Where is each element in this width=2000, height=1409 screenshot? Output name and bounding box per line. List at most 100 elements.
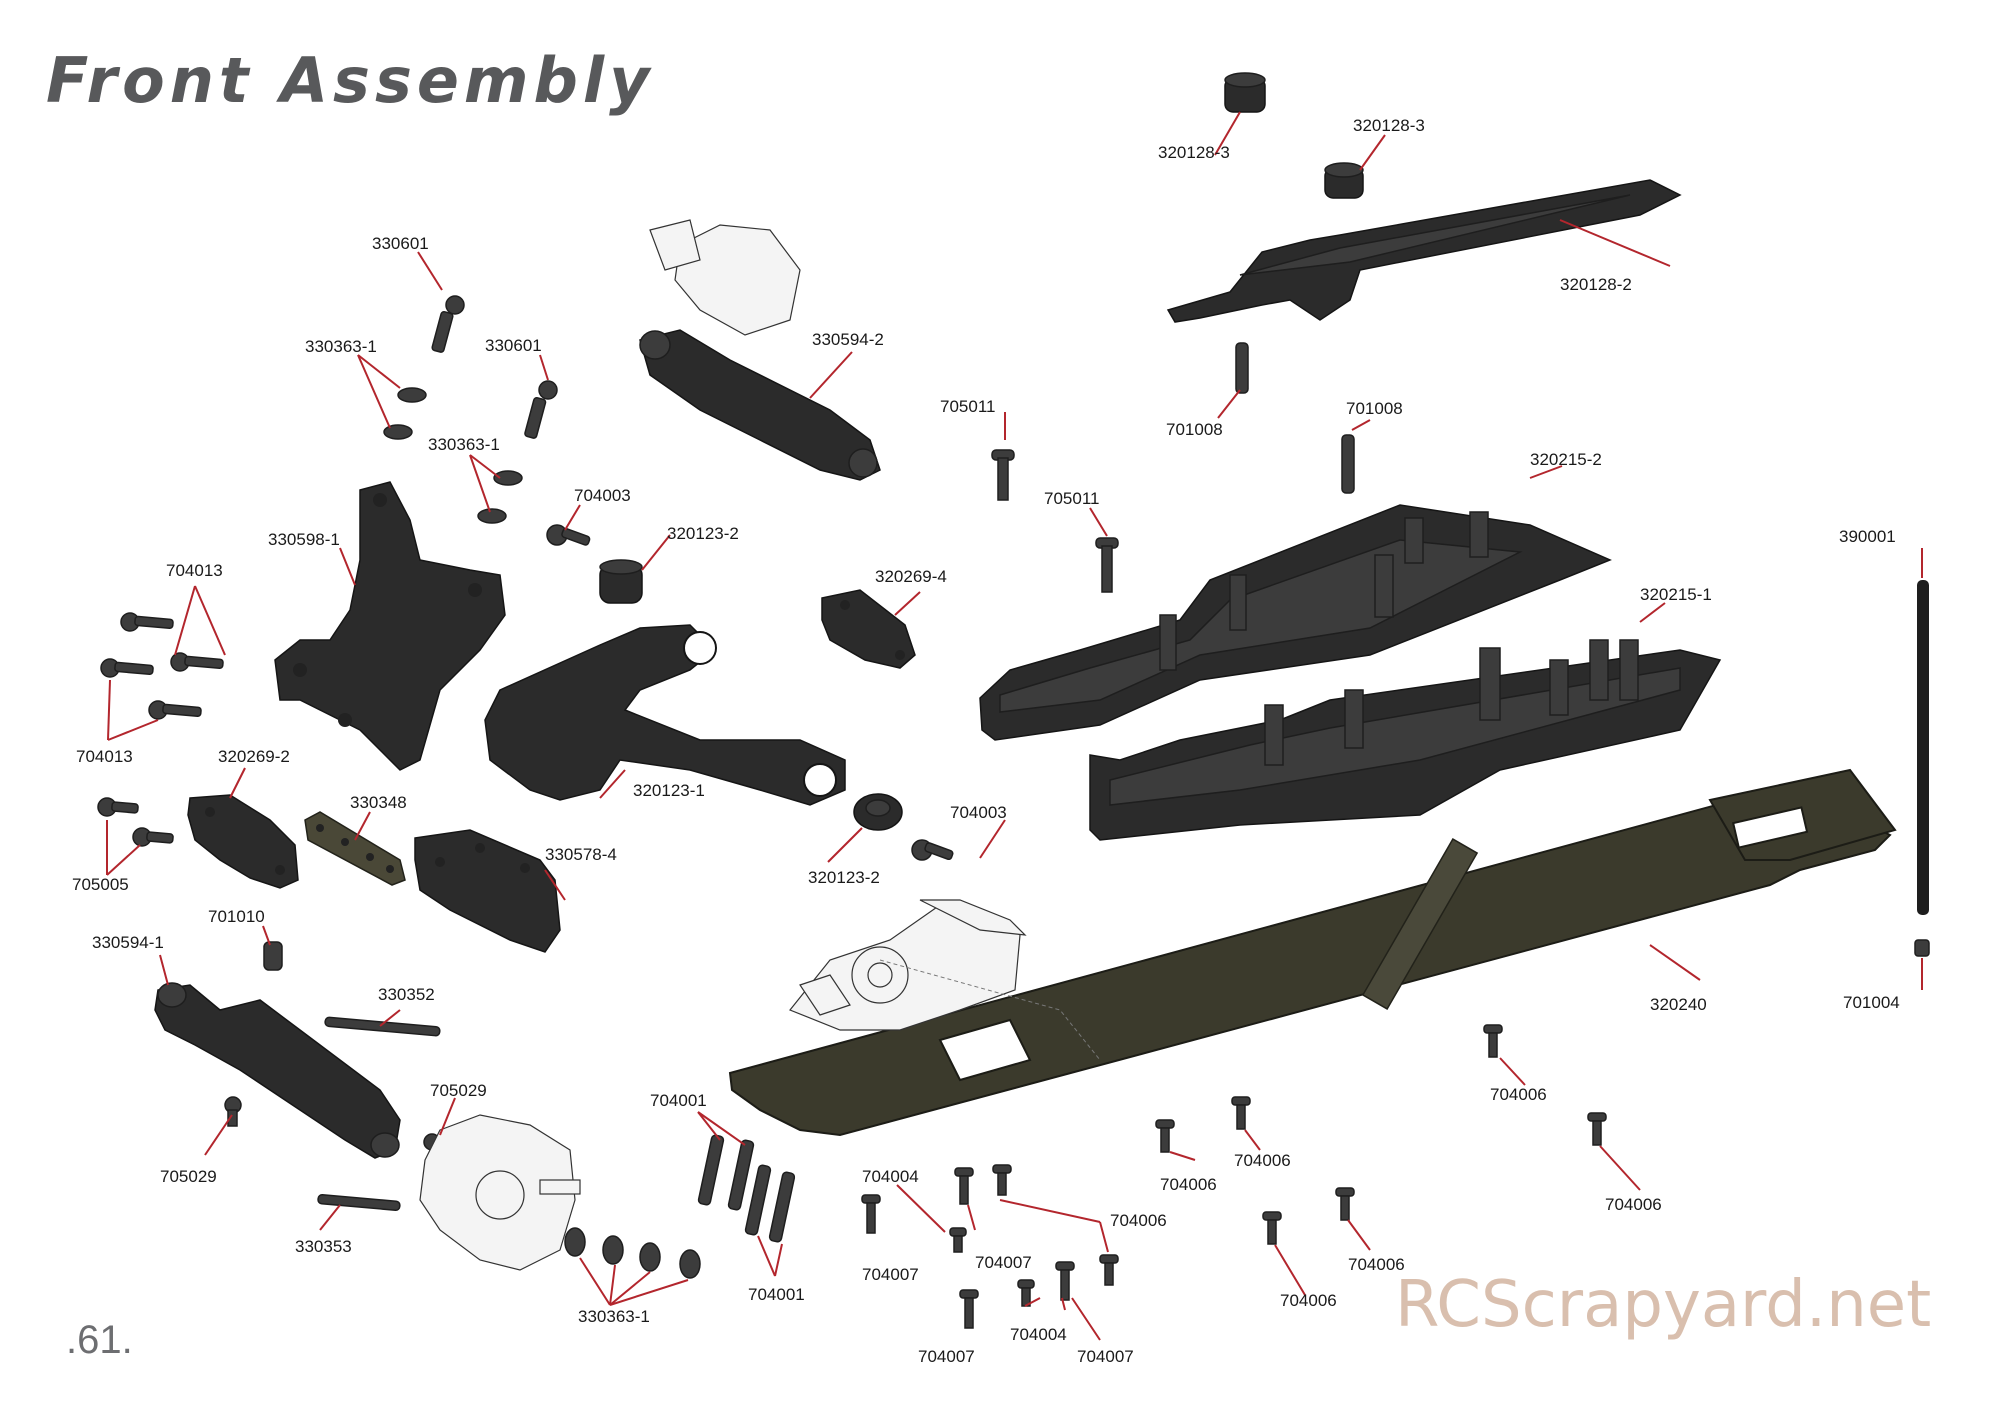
screw-704006-i [1099,1254,1119,1286]
spacer-701010 [263,941,283,971]
label-705029-b: 705029 [160,1167,217,1186]
screw-704006-j [1155,1119,1175,1153]
label-704007-d: 704007 [1077,1347,1134,1366]
knurled-nut-320128-3-a [1224,72,1266,113]
label-704006-a: 704006 [1110,1211,1167,1230]
label-330594-2: 330594-2 [812,330,884,349]
mount-320269-2 [187,794,299,889]
watermark: RCScrapyard.net [1395,1268,1932,1342]
screw-704001-a [697,1134,725,1206]
label-330601-a: 330601 [372,234,429,253]
page-title: Front Assembly [46,44,655,117]
label-701008-b: 701008 [1346,399,1403,418]
washer-330363-1-a1 [397,387,427,403]
plate-330348 [304,811,406,886]
label-704004-b: 704004 [1010,1325,1067,1344]
screw-704006-o [1587,1112,1607,1146]
label-320215-1: 320215-1 [1640,585,1712,604]
knurled-nut-320128-3-b [1324,162,1364,199]
label-704006-c: 704006 [1234,1151,1291,1170]
screw-704007-c [959,1289,979,1329]
screw-704013-a [120,612,174,632]
label-320123-1: 320123-1 [633,781,705,800]
label-330363-1-a: 330363-1 [305,337,377,356]
label-705011-b: 705011 [1044,489,1099,508]
pin-330353 [317,1194,401,1211]
upper-arm-330594-2 [639,219,881,481]
top-deck-320128-2 [1166,179,1682,323]
label-704001-b: 704001 [748,1285,805,1304]
steering-knuckle-lower [419,1114,581,1271]
label-330578-4: 330578-4 [545,845,617,864]
screw-704003-a [546,524,591,546]
washer-330363-1-c4 [679,1249,701,1279]
label-330353: 330353 [295,1237,352,1256]
label-704003-b: 704003 [950,803,1007,822]
label-320123-2-b: 320123-2 [808,868,880,887]
screw-704001-c [744,1164,772,1236]
washer-330363-1-a2 [383,424,413,440]
pin-701008-b [1341,434,1355,494]
screw-704004-b [1017,1279,1035,1307]
screw-704006-h [992,1164,1012,1196]
screw-704001-d [768,1171,796,1243]
label-330348: 330348 [350,793,407,812]
screw-705005-b [132,827,174,847]
spacer-701004 [1914,939,1930,957]
screw-704007-a [861,1194,881,1234]
label-701008-a: 701008 [1166,420,1223,439]
label-320128-3-a: 320128-3 [1158,143,1230,162]
steering-arm-320123-1 [484,624,846,806]
screw-704007-b [954,1167,974,1205]
label-704006-d: 704006 [1280,1291,1337,1310]
washer-330363-1-c2 [602,1235,624,1265]
pin-701008-a [1235,342,1249,394]
label-704006-f: 704006 [1490,1085,1547,1104]
label-704003-a: 704003 [574,486,631,505]
side-rail-320215-2 [979,504,1612,741]
screw-705011-b [1095,537,1119,593]
washer-330363-1-b2 [477,508,507,524]
label-704007-c: 704007 [918,1347,975,1366]
screw-705011-a [991,449,1015,501]
label-704013-a: 704013 [166,561,223,580]
label-320215-2: 320215-2 [1530,450,1602,469]
label-704007-a: 704007 [862,1265,919,1284]
label-390001: 390001 [1839,527,1896,546]
label-705005: 705005 [72,875,129,894]
label-320269-4: 320269-4 [875,567,947,586]
label-330363-1-b: 330363-1 [428,435,500,454]
washer-330363-1-b1 [493,470,523,486]
label-704001-a: 704001 [650,1091,707,1110]
screw-704004-a [949,1227,967,1253]
screw-705029-a [224,1096,242,1127]
screw-704013-d [148,700,202,720]
label-320128-3-b: 320128-3 [1353,116,1425,135]
label-704004-a: 704004 [862,1167,919,1186]
label-330598-1: 330598-1 [268,530,340,549]
part-labels: 320128-3 320128-3 320128-2 701008 701008… [72,116,1900,1366]
screw-704001-b [727,1139,755,1211]
label-320123-2-a: 320123-2 [667,524,739,543]
washer-330363-1-c3 [639,1242,661,1272]
side-rail-320215-1 [1089,639,1722,841]
label-704006-b: 704006 [1160,1175,1217,1194]
screw-704006-l [1262,1211,1282,1245]
front-bulkhead-on-chassis [789,899,1101,1061]
lower-arm-330594-1 [154,982,401,1159]
label-701004: 701004 [1843,993,1900,1012]
label-701010: 701010 [208,907,265,926]
screw-704006-n [1483,1024,1503,1058]
chassis-plate-320240 [728,768,1897,1137]
label-704007-b: 704007 [975,1253,1032,1272]
bushing-320123-2-a [599,559,643,604]
screw-704003-b [911,839,954,861]
label-330601-b: 330601 [485,336,542,355]
label-704013-b: 704013 [76,747,133,766]
block-330578-4 [414,829,561,953]
label-704006-g: 704006 [1605,1195,1662,1214]
washer-330363-1-c1 [564,1227,586,1257]
ball-stud-330601-a [431,295,465,353]
mount-320269-4 [821,589,916,669]
